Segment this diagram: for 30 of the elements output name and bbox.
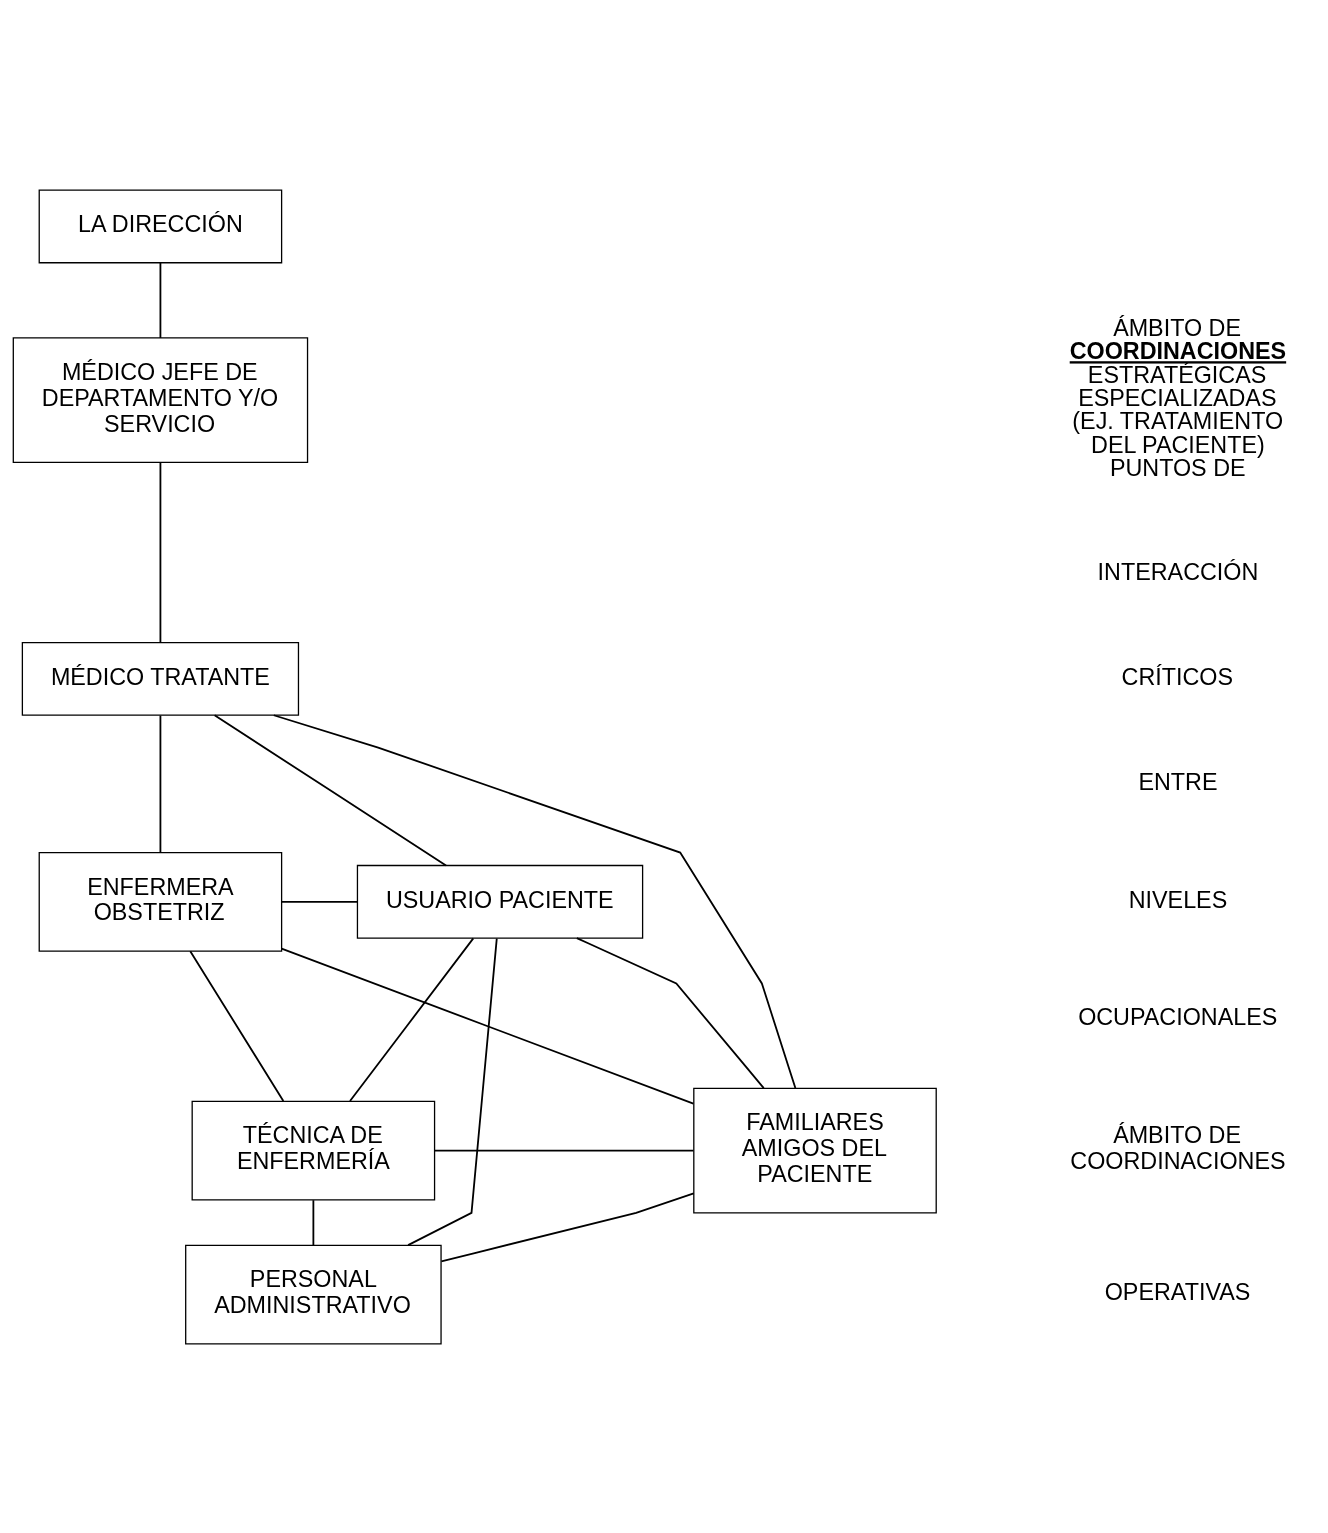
node-box: FAMILIARES AMIGOS DEL PACIENTE <box>693 1087 937 1214</box>
connector <box>159 714 162 853</box>
label: OCUPACIONALES <box>1078 1003 1278 1030</box>
connector <box>349 937 475 1102</box>
connector <box>407 937 498 1246</box>
connector <box>272 713 797 1089</box>
node-box: ENFERMERA OBSTETRIZ <box>38 851 283 952</box>
connector <box>159 261 162 339</box>
node-box: PERSONAL ADMINISTRATIVO <box>185 1244 442 1344</box>
node-box: MÉDICO JEFE DE DEPARTAMENTO Y/O SERVICIO <box>12 336 309 463</box>
label: CRÍTICOS <box>1121 663 1234 690</box>
node-box: MÉDICO TRATANTE <box>21 641 300 716</box>
connector <box>213 713 447 866</box>
label: ÁMBITO DE COORDINACIONES <box>1070 1121 1286 1174</box>
connector <box>159 461 162 643</box>
connector <box>280 947 695 1104</box>
label: OPERATIVAS <box>1104 1278 1251 1305</box>
connector <box>434 1149 695 1152</box>
connector <box>312 1198 315 1246</box>
label: NIVELES <box>1128 886 1228 913</box>
connector <box>440 1191 695 1262</box>
label: ENTRE <box>1138 768 1218 795</box>
connector <box>575 936 765 1089</box>
label: INTERACCIÓN <box>1097 558 1259 585</box>
node-box: LA DIRECCIÓN <box>38 189 283 263</box>
node-box: TÉCNICA DE ENFERMERÍA <box>191 1100 436 1201</box>
connector <box>189 949 285 1102</box>
label: ÁMBITO DE COORDINACIONES ESTRATÉGICAS ESPECIALIZADAS (EJ. TRATAMIENTO DEL PACIENTE) PUNTOS DE <box>1069 314 1287 481</box>
connector <box>280 900 358 903</box>
node-box: USUARIO PACIENTE <box>356 864 644 939</box>
